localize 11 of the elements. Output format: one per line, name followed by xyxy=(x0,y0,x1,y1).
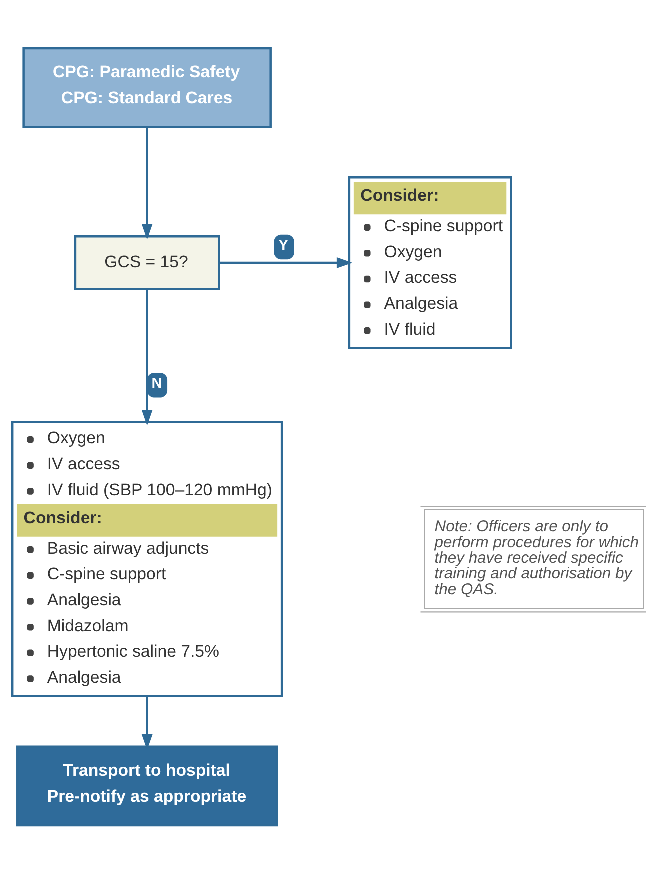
node-box: CPG: Paramedic Safety CPG: Standard Cares xyxy=(22,47,272,128)
node-box: Consider: C-spine support Oxygen IV access Analgesia IV fluid xyxy=(348,176,512,350)
arrow xyxy=(142,127,153,240)
node-box: Oxygen IV access IV fluid (SBP 100–120 mmHg) Consider: Basic airway adjuncts C-spine support Analgesia Midazolam Hypertonic saline 7.5% Analgesia xyxy=(11,421,284,698)
arrow xyxy=(219,257,353,268)
label: Note: Officers are only to perform procedures for which they have received specific training and authorisation by the QAS. xyxy=(434,518,640,598)
node-box: Transport to hospital Pre-notify as appropriate xyxy=(16,746,278,827)
node-box: GCS = 15? xyxy=(74,235,220,290)
arrow xyxy=(142,290,153,426)
edge-label: Y xyxy=(278,238,288,254)
edge-label: N xyxy=(152,376,162,392)
